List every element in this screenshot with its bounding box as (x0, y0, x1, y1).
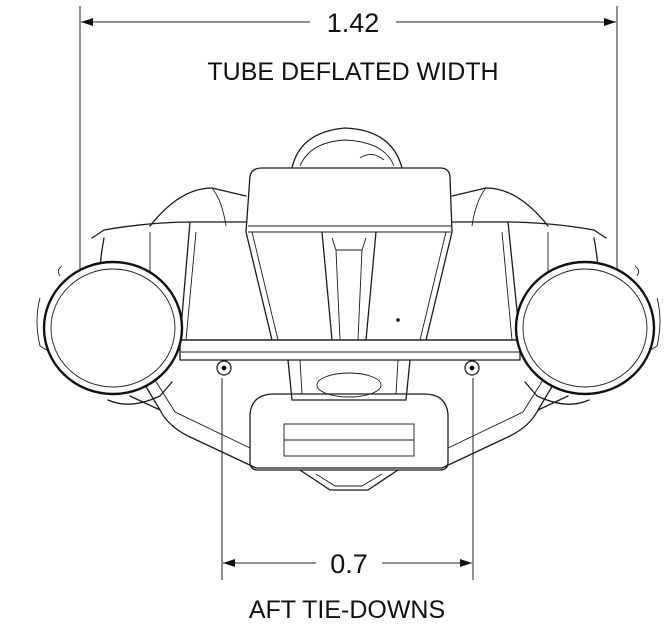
tube-width-value: 1.42 (327, 8, 380, 38)
tube-width-dimension: 1.42 TUBE DEFLATED WIDTH (79, 6, 618, 372)
transom-band (179, 339, 521, 361)
tie-downs-label: AFT TIE-DOWNS (249, 596, 445, 624)
tube-width-label: TUBE DEFLATED WIDTH (207, 58, 498, 86)
boat-body (91, 127, 607, 491)
tie-downs-value: 0.7 (330, 549, 368, 579)
console-block (245, 167, 453, 233)
tie-down-right (464, 360, 480, 376)
left-tube (36, 260, 184, 405)
tie-down-left (216, 360, 232, 376)
console-dome (291, 127, 403, 169)
right-tube (514, 260, 661, 405)
tie-downs-dimension: 0.7 AFT TIE-DOWNS (221, 378, 474, 624)
swim-step (249, 393, 449, 471)
